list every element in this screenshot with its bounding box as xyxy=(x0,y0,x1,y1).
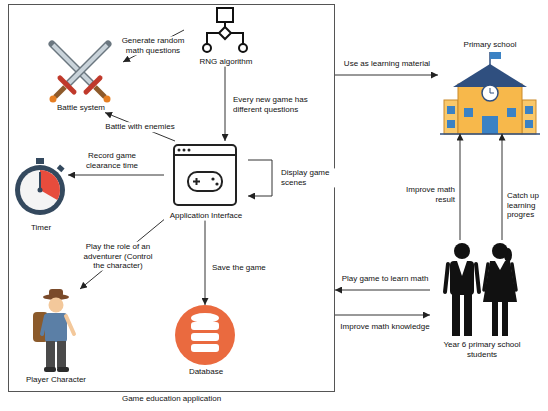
node-label: Year 6 primary school students xyxy=(430,340,534,359)
swords-icon xyxy=(50,44,111,103)
node-label: Timer xyxy=(14,223,68,233)
connector-arrow xyxy=(335,75,438,76)
timer-node: Timer xyxy=(14,159,68,233)
edge-label: Improve math result xyxy=(401,185,457,204)
adventurer-figure xyxy=(33,289,74,372)
node-label: Battle system xyxy=(39,103,123,113)
player-node: Player Character xyxy=(14,289,98,385)
node-label: Database xyxy=(169,367,243,377)
edge-label: Play game to learn math xyxy=(340,274,431,284)
database-icon xyxy=(175,305,235,365)
battle-system-node: Battle system xyxy=(39,39,123,113)
boundary-caption: Game education application xyxy=(9,394,334,404)
edge-label: Record game clearance time xyxy=(69,151,155,170)
connector-arrow xyxy=(225,67,226,141)
connector-arrow xyxy=(335,315,430,316)
flowchart-icon xyxy=(203,8,247,52)
connector-arrow xyxy=(248,160,272,196)
edge-label: Display game scenes xyxy=(279,168,335,187)
node-label: RNG algorithm xyxy=(184,57,268,67)
edge-label: Save the game xyxy=(210,263,268,273)
edge-label: Catch up learning progres xyxy=(505,191,547,220)
app-window-icon xyxy=(174,145,236,205)
rng-node: RNG algorithm xyxy=(184,7,268,67)
edge-label: Play the role of an adventurer (Control … xyxy=(76,242,160,271)
school-node: Primary school xyxy=(438,40,542,134)
students-figures xyxy=(445,243,517,336)
students-node: Year 6 primary school students xyxy=(430,240,534,359)
edge-label: Every new game has different questions xyxy=(231,95,330,114)
connector-arrow xyxy=(68,175,164,176)
school-icon xyxy=(440,52,540,134)
edge-label: Improve math knowledge xyxy=(338,322,431,332)
application-boundary: Game education applicationBattle systemR… xyxy=(8,4,335,392)
stopwatch-icon xyxy=(15,158,65,215)
connector-arrow xyxy=(502,134,503,240)
database-node: Database xyxy=(169,305,243,377)
interface-node: Application Interface xyxy=(164,141,248,221)
connector-arrow xyxy=(335,290,430,291)
connector-arrow xyxy=(205,221,206,305)
connector-arrow xyxy=(460,134,461,240)
node-label: Application Interface xyxy=(164,211,248,221)
edge-label: Use as learning material xyxy=(342,59,432,69)
node-label: Player Character xyxy=(14,375,98,385)
node-label: Primary school xyxy=(438,40,542,50)
edge-label: Generate random math questions xyxy=(118,36,188,55)
edge-label: Battle with enemies xyxy=(103,122,176,132)
